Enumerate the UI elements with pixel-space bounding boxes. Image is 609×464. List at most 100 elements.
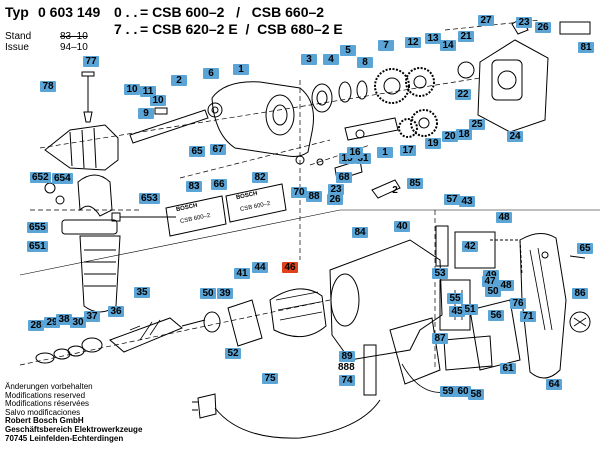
part-label: 77: [83, 56, 99, 67]
part-label: 39: [217, 288, 233, 299]
part-label: 22: [455, 89, 471, 100]
screw-drawing: [569, 255, 591, 333]
part-label: 16: [347, 147, 363, 158]
drill-chuck-drawing: [44, 71, 119, 171]
part-label: 48: [496, 212, 512, 223]
part-label: 888: [338, 362, 355, 373]
part-label: 38: [56, 314, 72, 325]
part-label: 15: [339, 153, 355, 164]
part-label: 2: [171, 75, 187, 86]
part-label: 30: [70, 317, 86, 328]
separator-line: [19, 209, 600, 276]
part-label: 41: [234, 268, 250, 279]
part-label: 89: [339, 351, 355, 362]
gear-housing-drawing: [211, 81, 314, 157]
part-label: 67: [210, 144, 226, 155]
part-label: 55: [447, 293, 463, 304]
part-label: 11: [140, 86, 156, 97]
part-label: 21: [458, 31, 474, 42]
bearings-drawing: [311, 80, 368, 113]
stand-value: 83–10: [60, 31, 88, 42]
part-label: 36: [108, 306, 124, 317]
part-label: 27: [478, 15, 494, 26]
part-label: 48: [498, 280, 514, 291]
part-label: 60: [455, 386, 471, 397]
part-label: 6: [203, 68, 219, 79]
part-label: 43: [459, 196, 475, 207]
part-label: 20: [442, 131, 458, 142]
part-label: 19: [425, 138, 441, 149]
part-label: 50: [485, 286, 501, 297]
part-label: 1: [377, 147, 393, 158]
part-label: 57: [444, 194, 460, 205]
part-label: 37: [84, 311, 100, 322]
part-label: 68: [336, 172, 352, 183]
part-label: 8: [357, 57, 373, 68]
stator-drawing: [203, 288, 327, 347]
footer-notes: Änderungen vorbehalten Modifications res…: [5, 382, 143, 443]
part-label: 56: [488, 310, 504, 321]
part-label: 61: [500, 363, 516, 374]
part-label: 25: [469, 119, 485, 130]
part-label: 652: [30, 172, 51, 183]
part-label: 7: [378, 40, 394, 51]
part-label: 44: [252, 262, 268, 273]
part-label: 47: [482, 276, 498, 287]
part-label: 12: [405, 37, 421, 48]
part-label: 29: [44, 317, 60, 328]
part-label: 64: [546, 379, 562, 390]
part-label: 5: [340, 45, 356, 56]
part-label: 31: [355, 153, 371, 164]
part-label: 84: [352, 227, 368, 238]
part-label: 35: [134, 287, 150, 298]
part-label: 653: [139, 193, 160, 204]
part-label: 49: [483, 270, 499, 281]
part-label: 28: [28, 320, 44, 331]
part-label: 26: [535, 22, 551, 33]
note-line: Salvo modificaciones: [5, 407, 81, 417]
part-label: 651: [27, 241, 48, 252]
part-label: 87: [432, 333, 448, 344]
part-label: 58: [468, 389, 484, 400]
issue-value: 94–10: [60, 42, 88, 53]
name-plates-drawing: [165, 183, 287, 237]
part-label: 17: [400, 145, 416, 156]
part-label: 40: [394, 221, 410, 232]
gears-drawing: [374, 61, 475, 138]
stand-label: Stand: [5, 31, 32, 42]
note-line: Modifications réservées: [5, 399, 90, 409]
part-label: 70: [291, 187, 307, 198]
note-line: Änderungen vorbehalten: [5, 382, 93, 391]
part-label: 76: [510, 298, 526, 309]
part-label: 10: [124, 84, 140, 95]
part-label: 88: [306, 191, 322, 202]
part-label: 13: [425, 33, 441, 44]
part-label: 52: [225, 348, 241, 359]
part-label: 655: [27, 222, 48, 233]
part-label: 82: [252, 172, 268, 183]
part-label: 83: [186, 181, 202, 192]
issue-label: Issue: [5, 42, 29, 53]
company-division: Geschäftsbereich Elektrowerkzeuge: [5, 424, 143, 434]
part-label: 86: [572, 288, 588, 299]
type-number: 0 603 149: [38, 4, 101, 20]
note-line: Modifications reserved: [5, 390, 86, 400]
type-label: Typ: [5, 4, 29, 20]
part-label: 51: [462, 304, 478, 315]
part-label: 24: [507, 131, 523, 142]
part-label: 10: [150, 95, 166, 106]
part-label: 75: [262, 373, 278, 384]
part-label: 59: [440, 386, 456, 397]
part-label: 14: [440, 40, 456, 51]
armature-drawing: [35, 317, 206, 364]
part-label: 71: [520, 311, 536, 322]
side-handle-drawing: [44, 174, 176, 313]
part-label: 81: [578, 42, 594, 53]
gearbox-cover-drawing: [477, 17, 591, 133]
part-label: 66: [211, 179, 227, 190]
part-label: 23: [328, 184, 344, 195]
part-label: 2: [392, 185, 398, 196]
part-label: 654: [52, 173, 73, 184]
company-address: 70745 Leinfelden-Echterdingen: [5, 433, 124, 443]
part-label: 1: [233, 64, 249, 75]
